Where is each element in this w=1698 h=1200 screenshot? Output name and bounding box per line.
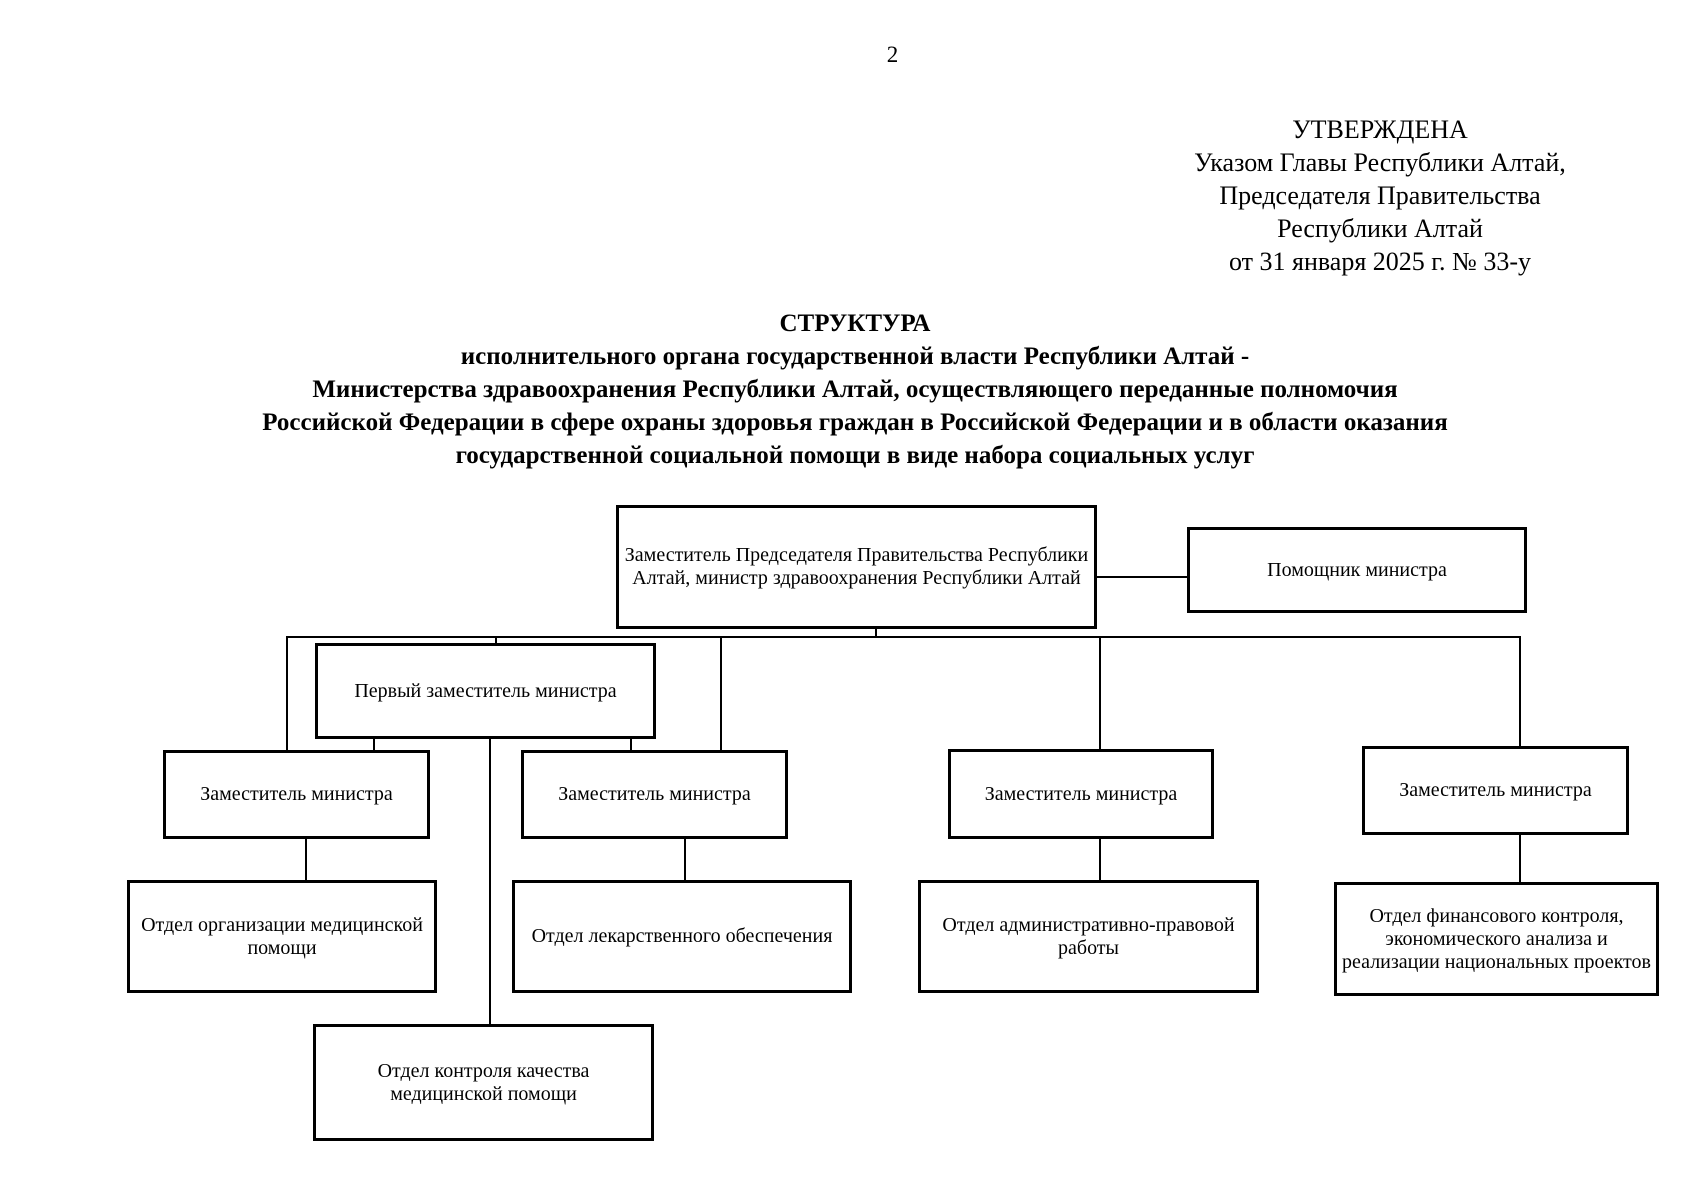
department-box: Отдел финансового контроля, экономическо… bbox=[1334, 882, 1659, 996]
connector-bus-deputy-4 bbox=[1519, 636, 1521, 746]
first-deputy-label: Первый заместитель министра bbox=[354, 679, 617, 702]
department-label: Отдел финансового контроля, экономическо… bbox=[1342, 904, 1651, 973]
department-label: Отдел контроля качества медицинской помо… bbox=[377, 1059, 590, 1105]
department-box: Отдел административно-правовой работы bbox=[918, 880, 1259, 993]
connector-deputy-3-dept bbox=[1099, 838, 1101, 880]
document-title: СТРУКТУРА исполнительного органа государ… bbox=[140, 307, 1570, 472]
first-deputy-box: Первый заместитель министра bbox=[315, 643, 656, 739]
deputy-label: Заместитель министра bbox=[200, 783, 393, 805]
deputy-label: Заместитель министра bbox=[984, 782, 1178, 805]
deputy-label: Заместитель министра bbox=[558, 783, 751, 805]
title-line: исполнительного органа государственной в… bbox=[460, 343, 1250, 370]
connector-main-bus bbox=[286, 636, 1520, 638]
minister-box: Заместитель Председателя Правительства Р… bbox=[616, 505, 1097, 629]
assistant-box: Помощник министра bbox=[1187, 527, 1527, 613]
connector-bus-deputy-2 bbox=[720, 636, 722, 750]
connector-deputy-1-dept bbox=[305, 838, 307, 880]
assistant-label: Помощник министра bbox=[1267, 558, 1447, 581]
connector-bus-deputy-1 bbox=[286, 636, 288, 750]
deputy-box: Заместитель министра bbox=[163, 750, 430, 839]
department-label: Отдел административно-правовой работы bbox=[942, 913, 1235, 959]
connector-deputy-4-dept bbox=[1519, 834, 1521, 882]
deputy-box: Заместитель министра bbox=[521, 750, 788, 839]
minister-label: Заместитель Председателя Правительства Р… bbox=[624, 544, 1089, 589]
connector-first-deputy-deputy-1 bbox=[373, 738, 375, 750]
approval-line: Указом Главы Республики Алтай, bbox=[1194, 148, 1566, 177]
department-box: Отдел контроля качества медицинской помо… bbox=[313, 1024, 654, 1141]
deputy-box: Заместитель министра bbox=[1362, 746, 1629, 835]
department-label: Отдел лекарственного обеспечения bbox=[531, 925, 833, 947]
deputy-box: Заместитель министра bbox=[948, 749, 1214, 839]
department-box: Отдел лекарственного обеспечения bbox=[512, 880, 852, 993]
title-line: Российской Федерации в сфере охраны здор… bbox=[262, 409, 1448, 436]
connector-first-deputy-deputy-2 bbox=[630, 738, 632, 750]
page-number: 2 bbox=[886, 42, 899, 67]
connector-minister-assistant bbox=[1097, 576, 1189, 578]
approval-line: УТВЕРЖДЕНА bbox=[1292, 115, 1468, 144]
title-line: Министерства здравоохранения Республики … bbox=[312, 376, 1398, 403]
title-line: государственной социальной помощи в виде… bbox=[455, 442, 1255, 469]
connector-bus-first-deputy bbox=[495, 636, 497, 644]
approval-line: от 31 января 2025 г. № 33-у bbox=[1228, 247, 1532, 276]
approval-line: Республики Алтай bbox=[1277, 214, 1483, 243]
title-line: СТРУКТУРА bbox=[779, 310, 931, 337]
approval-line: Председателя Правительства bbox=[1219, 181, 1541, 210]
connector-minister-bus bbox=[875, 628, 877, 637]
connector-bus-deputy-3 bbox=[1099, 636, 1101, 749]
connector-deputy-2-dept bbox=[684, 838, 686, 880]
department-label: Отдел организации медицинской помощи bbox=[141, 913, 423, 959]
connector-first-deputy-quality bbox=[489, 738, 491, 1024]
approval-stamp: УТВЕРЖДЕНА Указом Главы Республики Алтай… bbox=[1170, 113, 1590, 278]
deputy-label: Заместитель министра bbox=[1399, 779, 1592, 801]
department-box: Отдел организации медицинской помощи bbox=[127, 880, 437, 993]
